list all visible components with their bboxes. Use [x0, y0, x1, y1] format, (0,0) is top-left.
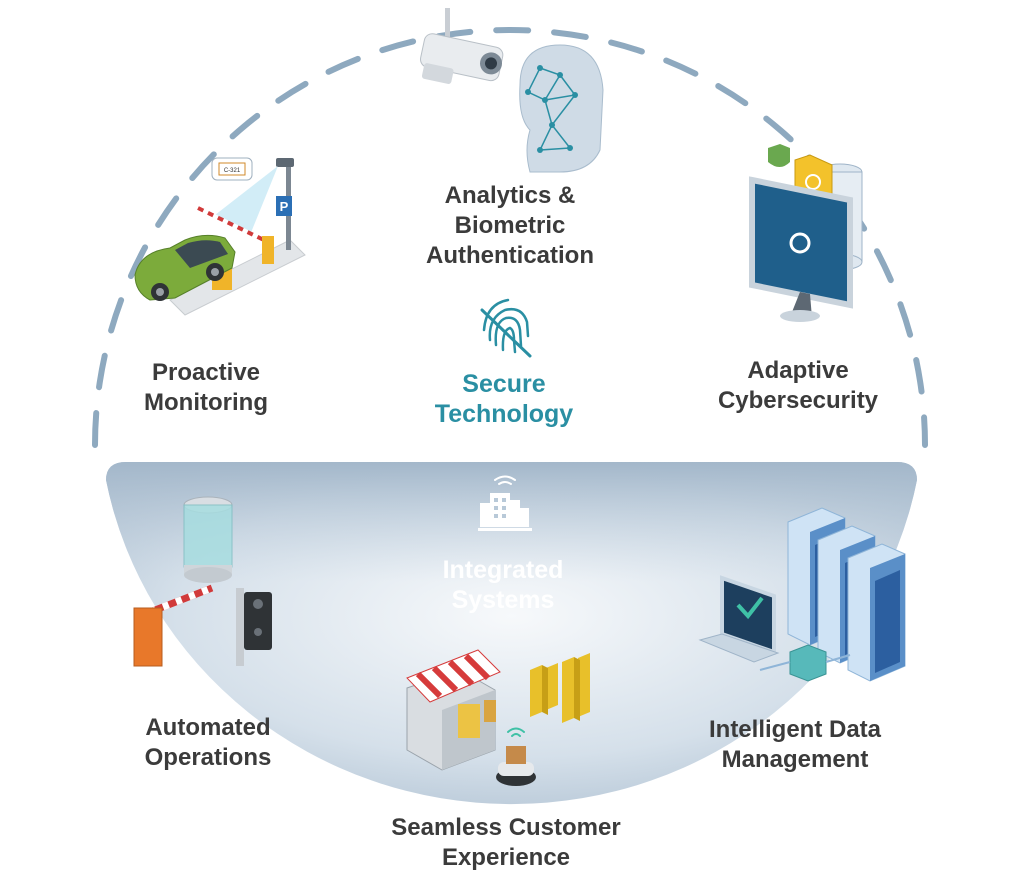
label-adaptive-cybersecurity: Adaptive Cybersecurity [717, 357, 879, 414]
label-proactive-monitoring: Proactive Monitoring [144, 359, 268, 416]
title-integrated-systems: Integrated Systems [442, 556, 564, 614]
parking-letter: P [280, 199, 289, 214]
label-seamless-customer-experience: Seamless Customer Experience [391, 814, 621, 871]
label-analytics-biometric: Analytics & Biometric Authentication [426, 182, 594, 269]
sign-text: C-321 [224, 168, 241, 174]
label-automated-operations: Automated Operations [144, 714, 272, 771]
dashed-ring [92, 27, 928, 448]
label-intelligent-data-management: Intelligent Data Management [708, 716, 882, 773]
title-secure-technology: Secure Technology [434, 370, 574, 428]
